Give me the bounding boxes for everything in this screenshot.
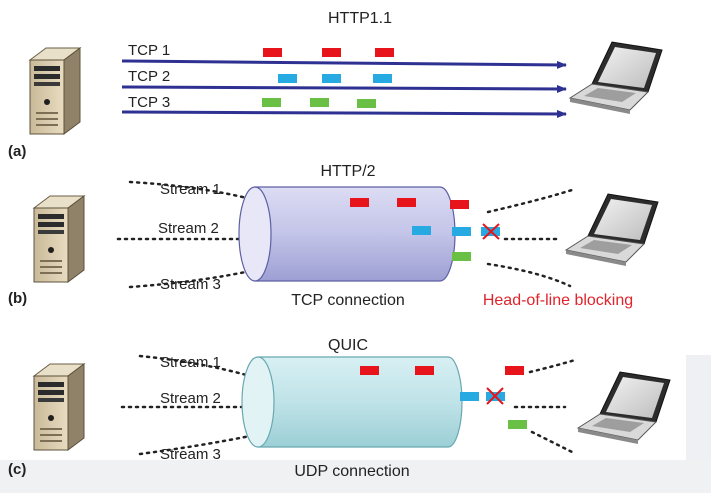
- tcp-connection-pipe: [238, 186, 456, 282]
- lost-packet: [486, 387, 505, 405]
- udp-connection-label: UDP connection: [294, 463, 409, 480]
- server-icon-c: [33, 363, 85, 451]
- blocked-packet: [481, 223, 500, 240]
- packet-red: [350, 198, 369, 207]
- panel-c-label: (c): [8, 461, 26, 478]
- packet-blue: [412, 226, 431, 235]
- packet-red: [322, 48, 341, 57]
- right-band: [686, 355, 711, 460]
- server-icon-b: [33, 195, 85, 283]
- stream-1-line-c: [138, 354, 252, 378]
- packet-blue: [322, 74, 341, 83]
- packet-green: [452, 252, 471, 261]
- packet-red: [375, 48, 394, 57]
- stream-3-line: [128, 268, 257, 289]
- stream-1-label-c: Stream 1: [160, 354, 221, 371]
- tcp-lane-2-label: TCP 2: [128, 68, 170, 85]
- packet-red: [505, 366, 524, 375]
- packet-red: [360, 366, 379, 375]
- head-of-line-blocking-label: Head-of-line blocking: [483, 292, 633, 309]
- stream-3-exit-line: [486, 262, 572, 288]
- panel-a-title: HTTP1.1: [328, 10, 392, 27]
- packet-green: [262, 98, 281, 107]
- stream-1-exit-line-c: [528, 358, 577, 374]
- stream-2-label-b: Stream 2: [158, 220, 219, 237]
- tcp-connection-label: TCP connection: [291, 292, 405, 309]
- tcp-lane-2: TCP 2: [121, 68, 567, 93]
- packet-blue: [373, 74, 392, 83]
- tcp-lane-1: TCP 1: [121, 42, 567, 69]
- panel-a-label: (a): [8, 143, 26, 160]
- stream-1-label-b: Stream 1: [160, 181, 221, 198]
- packet-red: [415, 366, 434, 375]
- panel-b-label: (b): [8, 290, 27, 307]
- udp-connection-pipe: [241, 356, 463, 448]
- packet-green: [508, 420, 527, 429]
- server-icon-a: [29, 47, 81, 135]
- panel-c: QUIC Stream 1 Stream 2 Stream 3 UDP conn…: [8, 337, 671, 480]
- packet-red: [397, 198, 416, 207]
- packet-red: [450, 200, 469, 209]
- tcp-lane-3-label: TCP 3: [128, 94, 170, 111]
- laptop-icon-b: [565, 193, 659, 267]
- tcp-lane-3: TCP 3: [121, 94, 567, 118]
- panel-b-title: HTTP/2: [320, 163, 375, 180]
- stream-3-exit-line-c: [530, 430, 574, 454]
- bottom-band: [0, 460, 711, 493]
- stream-3-line-c: [138, 434, 252, 456]
- tcp-lane-1-label: TCP 1: [128, 42, 170, 59]
- stream-2-label-c: Stream 2: [160, 390, 221, 407]
- panel-a: HTTP1.1 TCP 1 TCP 2 TCP 3 (a): [8, 10, 663, 160]
- panel-b: HTTP/2 Stream 1 Stream 2 Stream 3 TCP co…: [8, 163, 659, 309]
- packet-green: [310, 98, 329, 107]
- panel-c-title: QUIC: [328, 337, 368, 354]
- packet-blue: [452, 227, 471, 236]
- stream-1-exit-line: [486, 188, 574, 214]
- packet-blue: [278, 74, 297, 83]
- stream-3-label-b: Stream 3: [160, 276, 221, 293]
- laptop-icon-c: [577, 371, 671, 445]
- packet-red: [263, 48, 282, 57]
- laptop-icon-a: [569, 41, 663, 115]
- stream-3-label-c: Stream 3: [160, 446, 221, 463]
- packet-green: [357, 99, 376, 108]
- stream-1-line: [128, 180, 257, 202]
- packet-blue: [460, 392, 479, 401]
